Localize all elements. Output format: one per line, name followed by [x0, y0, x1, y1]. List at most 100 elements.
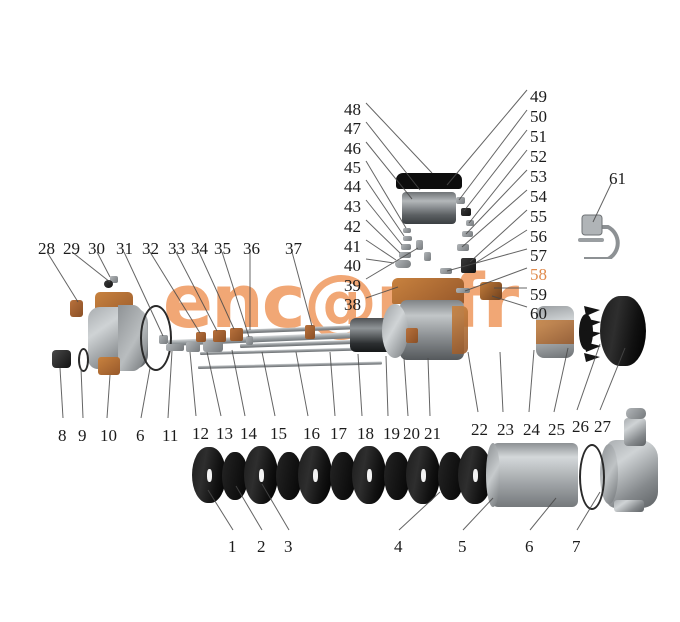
callout-label-52: 52	[530, 147, 547, 166]
part-12	[186, 342, 200, 352]
motor-saddle-39	[392, 278, 464, 304]
fan-cover	[600, 296, 646, 366]
callout-label-8: 8	[58, 426, 67, 445]
callout-label-34: 34	[191, 239, 208, 258]
callout-label-33: 33	[168, 239, 185, 258]
rotor-shoulder	[406, 328, 418, 343]
callout-label-13: 13	[216, 424, 233, 443]
screw-44	[403, 228, 411, 233]
callout-label-25: 25	[548, 420, 565, 439]
callout-label-29: 29	[63, 239, 80, 258]
screw-57	[440, 268, 452, 274]
callout-label-11: 11	[162, 426, 179, 445]
callout-label-47: 47	[344, 119, 361, 138]
callout-label-26: 26	[572, 417, 589, 436]
callout-label-38: 38	[344, 295, 361, 314]
callout-label-39: 39	[344, 276, 361, 295]
callout-label-1: 1	[228, 537, 237, 556]
o-ring-6-bottom	[579, 444, 605, 510]
callout-label-57: 57	[530, 246, 547, 265]
bracket-39b	[424, 252, 431, 261]
callout-label-37: 37	[285, 239, 302, 258]
outer-sleeve	[492, 443, 578, 507]
callout-label-24: 24	[523, 420, 540, 439]
screw-41	[399, 252, 411, 258]
callout-label-51: 51	[530, 127, 547, 146]
impeller-hub	[259, 469, 264, 482]
callout-label-32: 32	[142, 239, 159, 258]
callout-label-36: 36	[243, 239, 260, 258]
callout-label-53: 53	[530, 167, 547, 186]
screw-50	[461, 208, 471, 216]
callout-label-17: 17	[330, 424, 347, 443]
capacitor	[402, 192, 456, 224]
tie-rod-d	[197, 361, 382, 369]
screw-51	[466, 220, 474, 226]
callout-label-48: 48	[344, 100, 361, 119]
motor-body-ribs	[452, 306, 468, 354]
callout-label-46: 46	[344, 139, 361, 158]
callout-label-18: 18	[357, 424, 374, 443]
callout-label-35: 35	[214, 239, 231, 258]
screw-42	[401, 244, 411, 250]
u-bolt-clamp	[578, 205, 648, 261]
callout-label-49: 49	[530, 87, 547, 106]
callout-label-40: 40	[344, 256, 361, 275]
callout-label-55: 55	[530, 207, 547, 226]
fitting-31	[159, 335, 168, 344]
motor-rear-bell-band	[536, 320, 574, 344]
bracket-39a	[416, 240, 423, 250]
impeller-4d	[352, 446, 386, 504]
plug-8	[52, 350, 71, 368]
callout-label-2: 2	[257, 537, 266, 556]
pump-housing-right-outlet	[624, 418, 646, 446]
callout-label-9: 9	[78, 426, 87, 445]
part-11	[166, 344, 184, 351]
callout-label-16: 16	[303, 424, 320, 443]
callout-label-22: 22	[471, 420, 488, 439]
callout-label-28: 28	[38, 239, 55, 258]
washer-40	[395, 260, 411, 268]
impeller-hub	[421, 469, 426, 482]
callout-label-44: 44	[344, 177, 361, 196]
impeller-hub	[473, 469, 478, 482]
impeller-hub	[207, 469, 212, 482]
impeller-hub	[367, 469, 372, 482]
pump-housing-right-face	[600, 444, 618, 504]
impeller-4b	[298, 446, 332, 504]
callout-label-31: 31	[116, 239, 133, 258]
screw-58	[456, 288, 470, 293]
terminal-59	[480, 282, 502, 300]
callout-label-5: 5	[458, 537, 467, 556]
callout-label-20: 20	[403, 424, 420, 443]
callout-label-41: 41	[344, 237, 361, 256]
callout-label-56: 56	[530, 227, 547, 246]
fitting-32	[196, 332, 206, 342]
impeller-1	[192, 447, 226, 503]
callout-label-19: 19	[383, 424, 400, 443]
callout-label-7: 7	[572, 537, 581, 556]
callout-label-45: 45	[344, 158, 361, 177]
screw-53	[457, 244, 469, 251]
fitting-30	[104, 280, 113, 288]
impeller-4f	[406, 446, 440, 504]
callout-label-30: 30	[88, 239, 105, 258]
callout-label-42: 42	[344, 217, 361, 236]
callout-label-43: 43	[344, 197, 361, 216]
callout-label-3: 3	[284, 537, 293, 556]
part-13	[203, 340, 223, 352]
callout-label-4: 4	[394, 537, 403, 556]
fitting-35	[246, 336, 253, 345]
washer-9	[78, 348, 89, 372]
callout-label-50: 50	[530, 107, 547, 126]
callout-label-15: 15	[270, 424, 287, 443]
callout-label-60: 60	[530, 304, 547, 323]
callout-label-6: 6	[525, 537, 534, 556]
callout-label-54: 54	[530, 187, 547, 206]
shaft-collar	[305, 325, 315, 339]
pump-housing-right-foot	[614, 500, 644, 512]
fitting-34	[230, 328, 243, 341]
callout-label-14: 14	[240, 424, 257, 443]
fitting-28	[70, 300, 83, 317]
